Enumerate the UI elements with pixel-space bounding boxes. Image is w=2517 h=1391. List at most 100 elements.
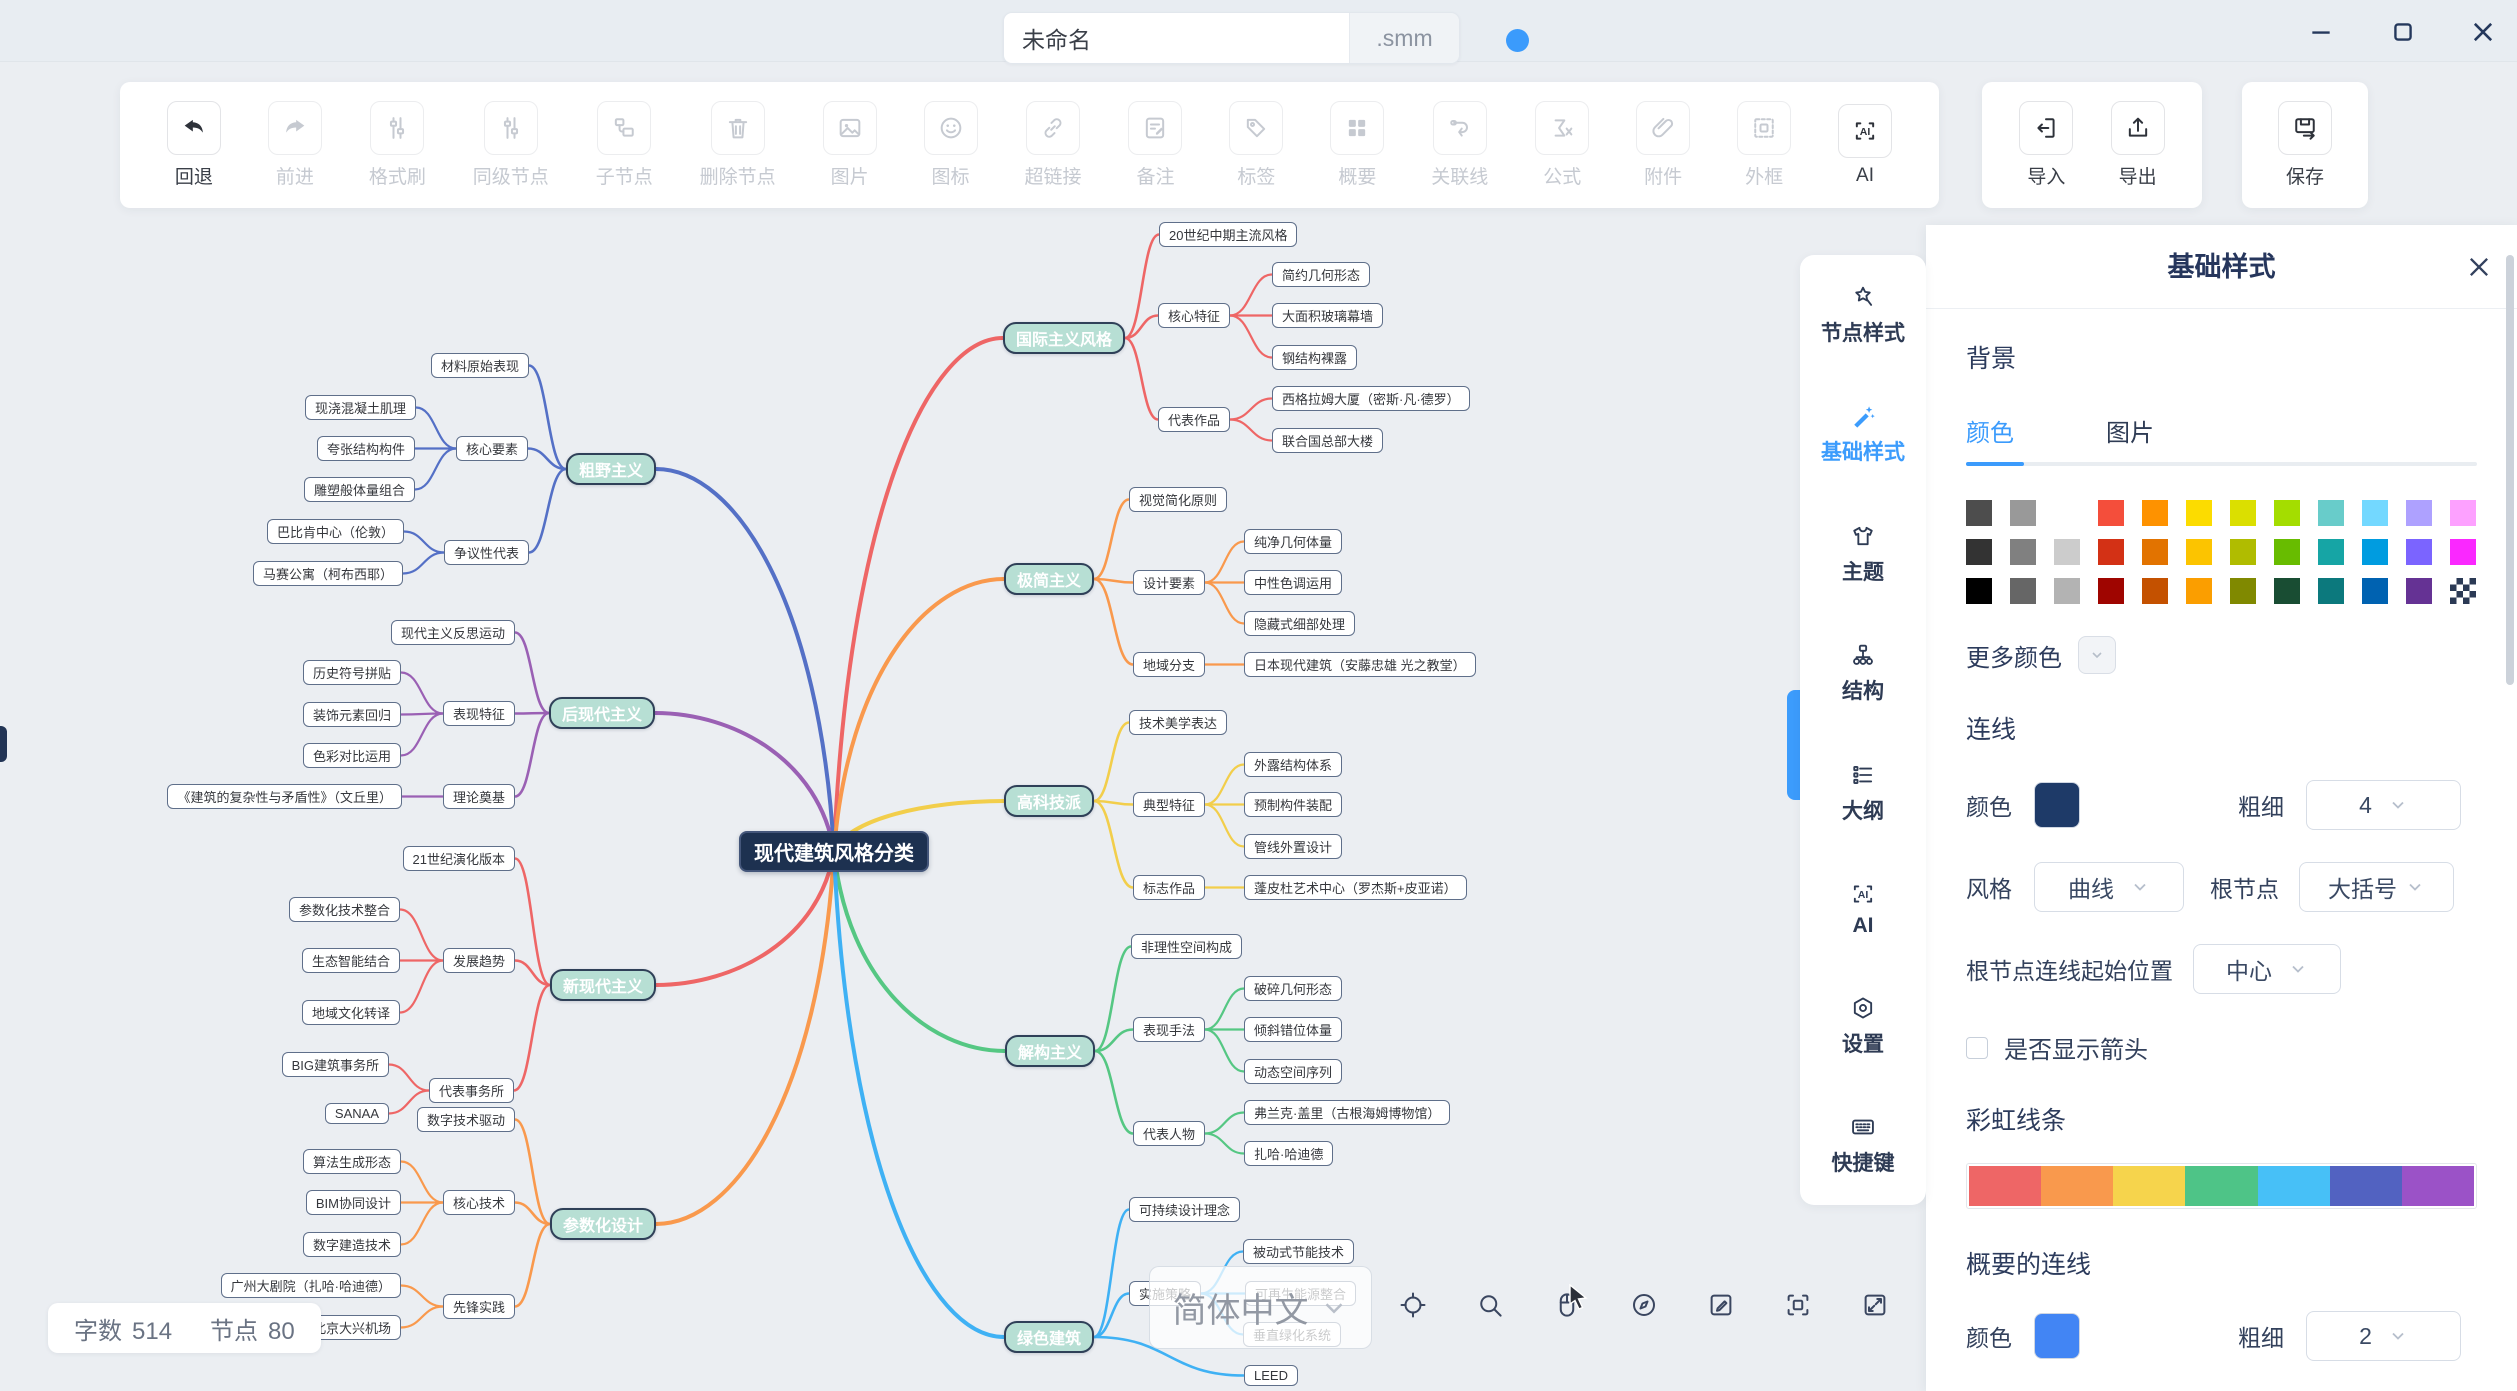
mindmap-node[interactable]: 马赛公寓（柯布西耶） [252, 561, 403, 586]
tab-color[interactable]: 颜色 [1966, 420, 2014, 447]
fullscreen-icon[interactable] [1860, 1290, 1890, 1320]
mindmap-node[interactable]: 代表事务所 [428, 1078, 514, 1103]
sidebar-item-shortcuts[interactable]: 快捷键 [1800, 1113, 1926, 1177]
mindmap-node[interactable]: 生态智能结合 [301, 948, 400, 973]
color-swatch[interactable] [2406, 578, 2432, 604]
color-swatch[interactable] [2142, 539, 2168, 565]
color-swatch[interactable] [2362, 539, 2388, 565]
color-swatch[interactable] [2318, 539, 2344, 565]
toolbar-button-redo[interactable]: 前进 [267, 101, 322, 189]
color-swatch[interactable] [2362, 578, 2388, 604]
mindmap-node[interactable]: 技术美学表达 [1129, 710, 1228, 735]
toolbar-button-relation-line[interactable]: 关联线 [1431, 101, 1488, 189]
mindmap-node[interactable]: 绿色建筑 [1004, 1321, 1095, 1353]
color-swatch[interactable] [2450, 500, 2476, 526]
mindmap-node[interactable]: 扎哈·哈迪德 [1244, 1141, 1334, 1166]
color-swatch[interactable] [2230, 500, 2256, 526]
color-swatch[interactable] [2318, 500, 2344, 526]
mindmap-node[interactable]: 表现特征 [442, 701, 515, 726]
mindmap-node[interactable]: 预制构件装配 [1244, 792, 1343, 817]
frame-select-icon[interactable] [1783, 1290, 1813, 1320]
maximize-button[interactable] [2385, 14, 2421, 50]
color-swatch[interactable] [2054, 539, 2080, 565]
color-swatch[interactable] [2054, 500, 2080, 526]
color-swatch[interactable] [2186, 500, 2212, 526]
toolbar-button-attachment[interactable]: 附件 [1636, 101, 1691, 189]
filename-input[interactable] [1004, 13, 1349, 63]
locate-icon[interactable] [1398, 1290, 1428, 1320]
color-swatch[interactable] [2186, 578, 2212, 604]
color-swatch[interactable] [2274, 500, 2300, 526]
mindmap-node[interactable]: 表现手法 [1133, 1017, 1206, 1042]
toolbar-button-hyperlink[interactable]: 超链接 [1025, 101, 1082, 189]
mindmap-node[interactable]: 西格拉姆大厦（密斯·凡·德罗） [1272, 386, 1470, 411]
toolbar-button-image[interactable]: 图片 [822, 101, 877, 189]
color-swatch[interactable] [2142, 500, 2168, 526]
mindmap-node[interactable]: 大面积玻璃幕墙 [1272, 303, 1384, 328]
mindmap-node[interactable]: 破碎几何形态 [1244, 976, 1343, 1001]
color-swatch[interactable] [2186, 539, 2212, 565]
export-button[interactable]: 导出 [2110, 101, 2165, 189]
mindmap-node[interactable]: 雕塑般体量组合 [303, 477, 415, 502]
toolbar-button-icon[interactable]: 图标 [923, 101, 978, 189]
mindmap-node[interactable]: 地域分支 [1133, 652, 1206, 677]
mindmap-node[interactable]: 参数化技术整合 [288, 897, 400, 922]
mindmap-node[interactable]: 历史符号拼贴 [302, 660, 401, 685]
toolbar-button-note[interactable]: 备注 [1128, 101, 1183, 189]
summary-line-width-select[interactable]: 2 [2306, 1311, 2461, 1361]
mindmap-node[interactable]: 后现代主义 [548, 697, 655, 729]
mindmap-node[interactable]: 日本现代建筑（安藤忠雄 光之教堂） [1244, 652, 1476, 677]
line-width-select[interactable]: 4 [2306, 780, 2461, 830]
color-swatch[interactable] [2274, 578, 2300, 604]
color-swatch[interactable] [1966, 539, 1992, 565]
mindmap-node[interactable]: 中性色调运用 [1244, 570, 1343, 595]
mindmap-node[interactable]: 外露结构体系 [1244, 752, 1343, 777]
minimize-button[interactable] [2303, 14, 2339, 50]
toolbar-button-formula[interactable]: 公式 [1535, 101, 1590, 189]
mindmap-node[interactable]: 视觉简化原则 [1129, 487, 1228, 512]
color-swatch[interactable] [2450, 578, 2476, 604]
mindmap-node[interactable]: 数字技术驱动 [416, 1107, 515, 1132]
sidebar-item-outline[interactable]: 大纲 [1800, 761, 1926, 825]
minimap-icon[interactable] [1629, 1290, 1659, 1320]
toolbar-button-child-node[interactable]: 子节点 [596, 101, 653, 189]
sidebar-item-theme[interactable]: 主题 [1800, 522, 1926, 586]
mindmap-node[interactable]: 21世纪演化版本 [402, 846, 515, 871]
mindmap-node[interactable]: BIG建筑事务所 [281, 1052, 389, 1077]
close-icon[interactable] [2465, 253, 2493, 281]
language-select[interactable]: 简体中文 [1149, 1266, 1372, 1349]
mindmap-node[interactable]: 粗野主义 [565, 453, 656, 485]
import-button[interactable]: 导入 [2019, 101, 2074, 189]
mindmap-node[interactable]: 国际主义风格 [1003, 322, 1126, 354]
line-style-select[interactable]: 曲线 [2034, 862, 2184, 912]
mindmap-node[interactable]: 新现代主义 [549, 969, 656, 1001]
mindmap-node[interactable]: 典型特征 [1133, 792, 1206, 817]
mindmap-node[interactable]: 20世纪中期主流风格 [1159, 222, 1298, 247]
sidebar-collapse-handle[interactable] [1787, 690, 1800, 800]
mindmap-node[interactable]: 数字建造技术 [302, 1232, 401, 1257]
mindmap-node[interactable]: 纯净几何体量 [1244, 529, 1343, 554]
mindmap-node[interactable]: 设计要素 [1133, 570, 1206, 595]
color-swatch[interactable] [2362, 500, 2388, 526]
mindmap-node[interactable]: 高科技派 [1004, 785, 1095, 817]
mindmap-node[interactable]: 简约几何形态 [1272, 262, 1371, 287]
mindmap-node[interactable]: 广州大剧院（扎哈·哈迪德） [220, 1273, 401, 1298]
sidebar-item-base-style[interactable]: 基础样式 [1800, 402, 1926, 466]
rainbow-line-preset[interactable] [1966, 1163, 2477, 1209]
mindmap-node[interactable]: BIM协同设计 [305, 1190, 401, 1215]
color-swatch[interactable] [2010, 578, 2036, 604]
mindmap-node[interactable]: 核心技术 [442, 1190, 515, 1215]
color-swatch[interactable] [2098, 539, 2124, 565]
search-icon[interactable] [1475, 1290, 1505, 1320]
color-swatch[interactable] [2274, 539, 2300, 565]
mindmap-node[interactable]: 参数化设计 [549, 1208, 656, 1240]
color-swatch[interactable] [2230, 578, 2256, 604]
root-style-select[interactable]: 大括号 [2299, 862, 2454, 912]
mindmap-node[interactable]: 理论奠基 [442, 784, 515, 809]
color-swatch[interactable] [1966, 500, 1992, 526]
mindmap-node[interactable]: 《建筑的复杂性与矛盾性》（文丘里） [167, 784, 402, 809]
root-line-start-select[interactable]: 中心 [2193, 944, 2341, 994]
color-swatch[interactable] [1966, 578, 1992, 604]
